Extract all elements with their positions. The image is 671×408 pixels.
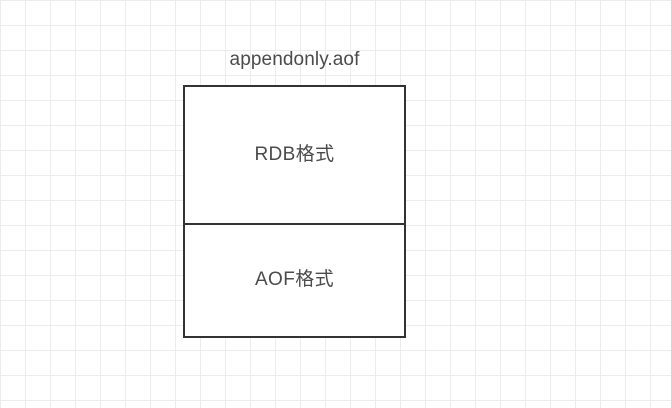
box-section-rdb-label: RDB格式 (254, 143, 335, 165)
diagram-caption: appendonly.aof (229, 49, 360, 70)
box-section-aof: AOF格式 (185, 224, 404, 336)
appendonly-file-box: RDB格式 AOF格式 (183, 85, 406, 338)
box-section-aof-label: AOF格式 (254, 269, 335, 291)
box-section-rdb: RDB格式 (185, 87, 404, 225)
